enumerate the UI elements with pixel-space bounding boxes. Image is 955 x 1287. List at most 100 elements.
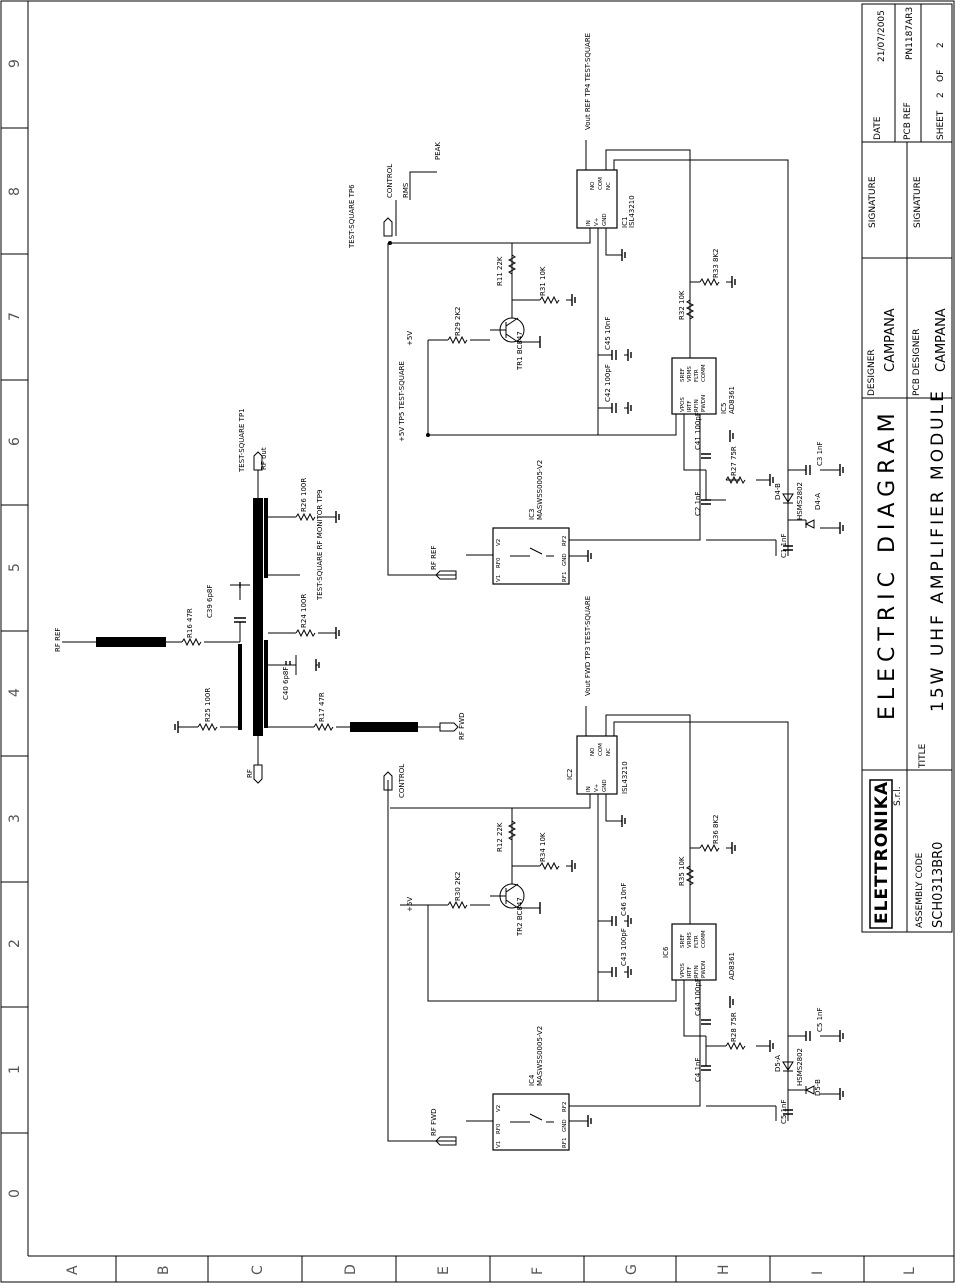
designer-name: CAMPANA bbox=[883, 308, 898, 372]
diagram-title: 15W UHF AMPLIFIER MODULE bbox=[928, 388, 948, 712]
rf-ref-in-connector bbox=[435, 570, 457, 580]
grid-letter: I bbox=[810, 1271, 826, 1275]
tp4-label: Vout REF TP4 TEST-SQUARE bbox=[584, 33, 592, 130]
r35-label: R35 10K bbox=[678, 856, 686, 886]
ic1-part: ISL43210 bbox=[628, 195, 636, 228]
c5b-symbol bbox=[783, 1109, 793, 1115]
tr2-label: TR2 BC847 bbox=[516, 897, 524, 937]
r29-symbol bbox=[447, 335, 468, 345]
r28-label: R28 75R bbox=[730, 1012, 738, 1042]
grid-numbers: 0 1 2 3 4 5 6 7 8 9 bbox=[7, 59, 23, 1198]
rf-fwd-connector bbox=[439, 722, 459, 732]
r24-label: R24 100R bbox=[300, 594, 308, 628]
ic2-pin: NC bbox=[606, 748, 612, 756]
ic3-pin: V2 bbox=[496, 539, 502, 546]
grid-num: 8 bbox=[7, 187, 23, 196]
r16-symbol bbox=[181, 637, 202, 647]
grid-letter: H bbox=[716, 1264, 732, 1275]
control-connector-2 bbox=[383, 771, 393, 791]
r12-symbol bbox=[507, 820, 517, 841]
ic2-pin: GND bbox=[602, 779, 608, 792]
rf-ref-label: RF REF bbox=[54, 628, 62, 652]
r25-label: R25 100R bbox=[204, 688, 212, 722]
c4-symbol bbox=[701, 1065, 711, 1071]
pcb-designer-name: CAMPANA bbox=[934, 308, 949, 372]
c41-label: C41 100pF bbox=[694, 412, 702, 450]
ref-detector-chain: IC1 ISL43210 IN V+ GND NO COM NC IC3 MAS… bbox=[348, 33, 844, 585]
rf-in-label: RF bbox=[246, 769, 254, 778]
grid-num: 6 bbox=[7, 437, 23, 446]
control-connector bbox=[383, 217, 393, 237]
ic4-pin: RF0 bbox=[496, 1123, 502, 1134]
r35-symbol bbox=[685, 865, 695, 886]
ic3-pin: RF0 bbox=[496, 557, 502, 568]
ic3-pin: RF1 bbox=[562, 572, 568, 582]
pcb-ref-label: PCB REF bbox=[903, 102, 913, 140]
rf-in-connector bbox=[253, 764, 263, 784]
ic2-ref: IC2 bbox=[566, 769, 574, 780]
r36-symbol bbox=[699, 843, 720, 853]
ic1-pin: NC bbox=[606, 182, 612, 190]
tp9-label: TEST-SQUARE RF MONITOR TP9 bbox=[316, 490, 324, 601]
tp6-label: TEST-SQUARE TP6 bbox=[348, 184, 356, 249]
r17-label: R17 47R bbox=[318, 692, 326, 722]
ic1-box bbox=[576, 169, 618, 229]
c44-label: C44 100pF bbox=[694, 978, 702, 1016]
ic4-switch bbox=[510, 1113, 554, 1123]
c5b-label: C5 1nF bbox=[780, 1100, 788, 1124]
rms-label: RMS bbox=[402, 182, 410, 198]
c42-symbol bbox=[611, 403, 617, 413]
ic5-pin: RFIN bbox=[694, 399, 700, 412]
tp6-point bbox=[388, 241, 392, 245]
ic6-pin: VRMS bbox=[687, 932, 693, 948]
c5a-symbol bbox=[805, 1031, 811, 1041]
assembly-code: SCH0313BR0 bbox=[931, 842, 946, 928]
ic1-pin: COM bbox=[598, 177, 604, 190]
rf-out-connector bbox=[253, 451, 263, 471]
c39-symbol bbox=[234, 617, 246, 623]
r11-label: R11 22K bbox=[496, 256, 504, 286]
peak-label: PEAK bbox=[434, 142, 442, 160]
rf-out-label: RF out bbox=[260, 447, 268, 470]
d5a-label: D5-A bbox=[774, 1055, 782, 1072]
r11-symbol bbox=[507, 254, 517, 275]
ic6-pin: FLTR bbox=[694, 935, 700, 948]
c46-label: C46 10nF bbox=[620, 883, 628, 916]
r34-label: R34 10K bbox=[539, 832, 547, 862]
rf-fwd-in-connector bbox=[435, 1136, 457, 1146]
company-logo: ELETTRONIKA bbox=[869, 779, 893, 929]
r27-label: R27 75R bbox=[730, 446, 738, 476]
d5b-symbol bbox=[804, 1085, 815, 1095]
ic6-pin: RFIN bbox=[694, 965, 700, 978]
r34-symbol bbox=[539, 861, 560, 871]
grid-letter: A bbox=[65, 1265, 81, 1275]
d5a-symbol bbox=[782, 1061, 794, 1072]
tp5-point bbox=[426, 433, 430, 437]
ic5-pin: VPOS bbox=[680, 397, 686, 412]
c3-symbol bbox=[805, 465, 811, 475]
plus5v-label: +5V bbox=[406, 331, 414, 346]
c3-label: C3 1nF bbox=[816, 442, 824, 466]
grid-num: 7 bbox=[7, 312, 23, 321]
designer-label: DESIGNER bbox=[867, 349, 877, 396]
grid-letter: F bbox=[530, 1267, 546, 1275]
pcb-ref-value: PN1187AR3 bbox=[905, 7, 915, 60]
ic2-pin: V+ bbox=[594, 783, 600, 792]
ic5-pin: VRMS bbox=[687, 366, 693, 382]
r32-symbol bbox=[685, 299, 695, 320]
c2-label: C2 1nF bbox=[694, 492, 702, 516]
grid-letter: D bbox=[343, 1264, 359, 1275]
directional-coupler: RF REF RF FWD RF RF out TEST-SQUARE TP1 … bbox=[54, 408, 466, 784]
r27-symbol bbox=[725, 475, 746, 485]
c2-symbol bbox=[701, 499, 711, 505]
r17-symbol bbox=[313, 722, 334, 732]
d4a-label: D4-A bbox=[814, 493, 822, 510]
grid-num: 9 bbox=[7, 59, 23, 68]
d4b-label: D4-B bbox=[774, 483, 782, 500]
ic5-pin: COMM bbox=[701, 364, 707, 382]
control-label-2: CONTROL bbox=[398, 764, 406, 798]
rf-fwd-label: RF FWD bbox=[458, 713, 466, 740]
ic3-pin: RF2 bbox=[562, 536, 568, 546]
